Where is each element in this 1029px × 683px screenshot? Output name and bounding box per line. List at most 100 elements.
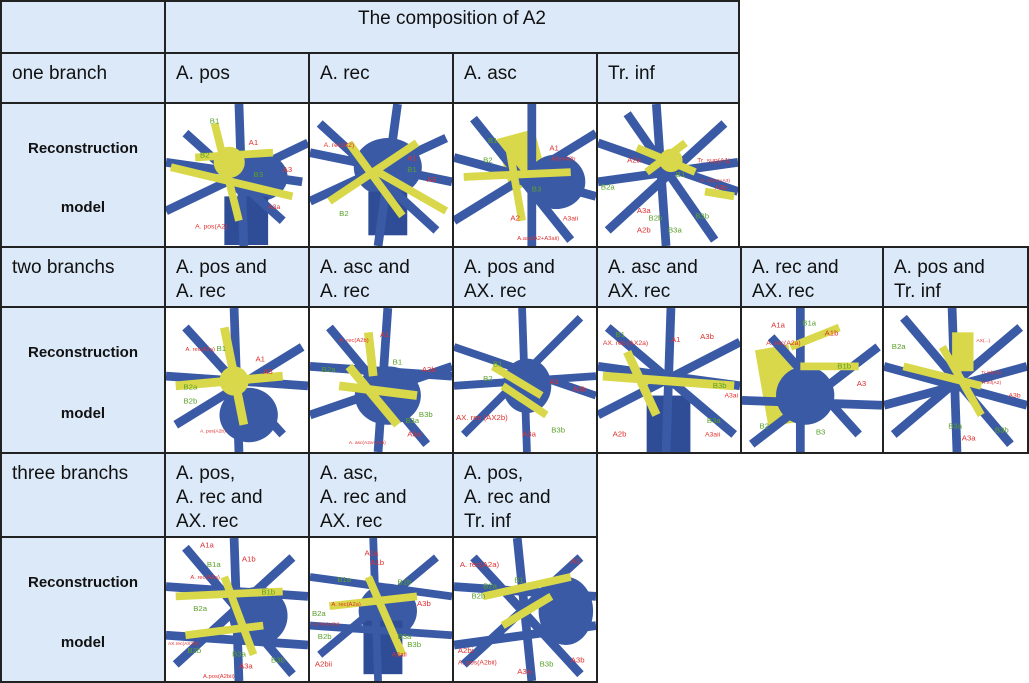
reconstruction-text: Reconstruction [27,344,138,361]
svg-text:B3a: B3a [398,632,412,641]
col-three-2: A. pos, A. rec and Tr. inf [452,452,598,538]
col-two-5: A. pos and Tr. inf [882,246,1029,308]
svg-text:A. pos(A2b): A. pos(A2b) [200,429,226,435]
model-image-two-rec-axrec: A1a A. rec(A2a) A1b A3 B1a B1b B2 B3 [740,306,884,454]
svg-text:A. pos(A2): A. pos(A2) [195,223,227,230]
svg-text:B3: B3 [254,170,264,179]
model-image-two-pos-trinf: AX(...) Tr.inf(A1) Tr.inf(A2) A3b A3a B2… [882,306,1029,454]
svg-text:A. rec(A2a): A. rec(A2a) [331,602,361,608]
col-two-4: A. rec and AX. rec [740,246,884,308]
svg-text:B2: B2 [200,150,210,159]
svg-text:B1: B1 [488,136,498,145]
svg-text:B2b: B2b [472,591,486,600]
reconstruction-text: Reconstruction [27,140,138,157]
svg-text:B3a: B3a [707,416,721,425]
svg-text:A3a: A3a [407,429,421,438]
svg-text:A3b: A3b [1009,393,1021,400]
svg-text:A3a: A3a [239,661,253,670]
svg-text:B2a: B2a [312,609,326,618]
svg-text:B1b: B1b [837,361,851,370]
svg-text:B2: B2 [483,374,493,383]
svg-text:A1: A1 [380,330,390,339]
corner-cell [0,0,166,54]
svg-text:Tr.inf(A1): Tr.inf(A1) [981,370,1001,376]
svg-text:B1a: B1a [802,319,816,328]
svg-text:B2a: B2a [322,365,336,374]
svg-text:AX. rec (AX2b): AX. rec (AX2b) [456,413,508,422]
svg-text:B2a: B2a [193,604,207,613]
svg-text:B1a: B1a [337,575,351,584]
svg-text:AX. rec (AX2a): AX. rec (AX2a) [603,340,648,347]
svg-text:AX.rec(A2bi): AX.rec(A2bi) [312,622,340,628]
model-image-two-asc-rec: A. rec(A2b) A1 A3b A3a A. asc(A2a+A3a) B… [308,306,454,454]
model-text: model [60,634,106,651]
col-two-2: A. pos and AX. rec [452,246,598,308]
svg-text:B1b: B1b [398,578,412,587]
svg-text:B1: B1 [514,576,524,585]
svg-text:A2b: A2b [613,429,627,438]
model-image-two-pos-rec: A. rec(A2a) A1 A3 A. pos(A2b) B1 B2a B2b [164,306,310,454]
svg-text:A1: A1 [249,138,259,147]
svg-text:A3a: A3a [637,206,651,215]
svg-text:B3b: B3b [995,426,1009,435]
svg-text:A3b: A3b [571,656,585,665]
svg-text:A1b: A1b [370,558,384,567]
svg-text:B1: B1 [393,357,403,366]
svg-text:B3b: B3b [271,656,285,665]
svg-text:A. rec(A2b): A. rec(A2b) [339,338,369,344]
svg-text:A. pos(A2bii): A. pos(A2bii) [458,659,497,666]
col-two-3: A. asc and AX. rec [596,246,742,308]
svg-text:A3aii: A3aii [392,652,408,659]
svg-text:B1b: B1b [261,587,275,596]
svg-text:B2b: B2b [649,214,663,223]
model-image-two-asc-axrec: AX. rec (AX2a) A1 A3b A3ai A2b A3aii B1 … [596,306,742,454]
svg-text:B3: B3 [816,427,826,436]
svg-text:A. asc(A2a+A3a): A. asc(A2a+A3a) [349,440,386,446]
reconstruction-model-label-2: Reconstruction model [0,306,166,454]
svg-text:B1a: B1a [207,560,221,569]
col-one-3: Tr. inf [596,52,740,104]
svg-text:B2a: B2a [601,183,615,192]
svg-text:A3a+A3b: A3a+A3b [551,156,575,162]
svg-text:AX(...): AX(...) [976,338,990,344]
svg-text:B3: B3 [532,185,542,194]
svg-text:A3: A3 [857,379,867,388]
svg-text:B1: B1 [210,116,220,125]
svg-text:A3b: A3b [417,599,431,608]
svg-text:B2b: B2b [318,632,332,641]
svg-text:B2a: B2a [892,342,906,351]
svg-text:A1: A1 [571,556,581,565]
svg-text:A1: A1 [549,144,559,153]
svg-text:B1: B1 [217,344,227,353]
svg-text:A1b: A1b [825,328,839,337]
svg-text:A. rec(A2a): A. rec(A2a) [190,575,220,581]
svg-text:A2bii: A2bii [315,659,333,668]
svg-text:B3a: B3a [405,416,419,425]
svg-text:B2a: B2a [483,582,497,591]
svg-text:A2b: A2b [637,225,651,234]
svg-text:B2: B2 [483,155,493,164]
svg-text:B2: B2 [339,209,349,218]
svg-text:A1a: A1a [200,541,214,550]
svg-text:Tr. inf(A2+A3): Tr. inf(A2+A3) [700,178,730,184]
col-three-1: A. asc, A. rec and AX. rec [308,452,454,538]
svg-text:A3a: A3a [517,667,531,676]
model-text: model [60,405,106,422]
model-image-one-trinf: A2a Tr. sup(A1) Tr. inf(A2+A3) A3b A3a A… [596,102,740,248]
svg-text:A2bi: A2bi [458,646,474,655]
col-one-1: A. rec [308,52,454,104]
row-label-one-branch: one branch [0,52,166,104]
svg-text:B3a: B3a [232,650,246,659]
model-image-three-pos-rec-trinf: A. rec(A2a) A1 A2bi A. pos(A2bii) A3a A3… [452,536,598,683]
model-image-three-pos-rec-axrec: A1a A. rec(A2a) A1b AX.rec(AX2bi) A3a A.… [164,536,310,683]
col-two-0: A. pos and A. rec [164,246,310,308]
svg-text:A.pos(A2bii): A.pos(A2bii) [203,674,235,680]
svg-text:A3: A3 [427,175,437,184]
svg-text:A3a: A3a [962,433,976,442]
row-label-two-branchs: two branchs [0,246,166,308]
svg-text:B2b: B2b [187,646,201,655]
svg-text:A3b: A3b [573,385,587,394]
model-text: model [60,199,106,216]
svg-text:A2a: A2a [627,155,641,164]
model-image-one-rec: A. rec(A2) A1 A3 B1 B2 [308,102,454,248]
